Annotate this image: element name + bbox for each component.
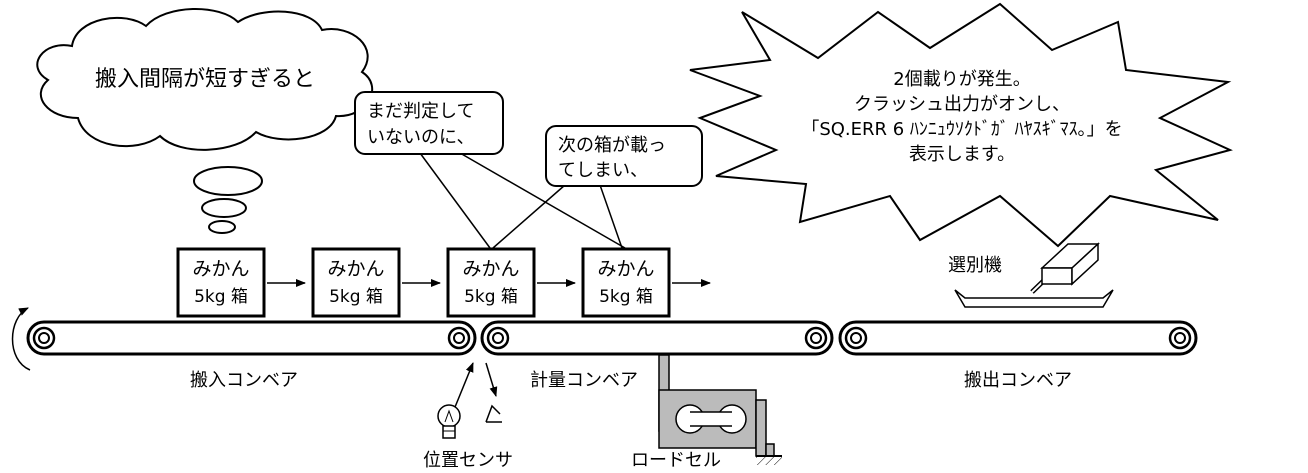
callout-1-line-1: まだ判定して [367, 101, 474, 122]
box-2-line-1: みかん [327, 258, 384, 280]
thought-dot-small [208, 220, 236, 234]
thought-bubble: 搬入間隔が短すぎると [36, 7, 374, 151]
weighing-conveyor-label: 計量コンベア [530, 370, 638, 391]
outfeed-conveyor-label: 搬出コンベア [964, 370, 1072, 391]
thought-bubble-text: 搬入間隔が短すぎると [95, 67, 315, 92]
explosion-line-3: 「SQ.ERR 6 ﾊﾝﾆｭｳｿｸﾄﾞｶﾞ ﾊﾔｽｷﾞﾏｽ｡」を [801, 119, 1122, 140]
box-1: みかん 5kg 箱 [176, 247, 266, 318]
ground-hatch [756, 457, 782, 465]
callout-not-yet-judged: まだ判定して いないのに、 [354, 91, 626, 249]
box-4-line-2: 5kg 箱 [599, 287, 653, 307]
explosion-bubble: 2個載りが発生。 クラッシュ出力がオンし、 「SQ.ERR 6 ﾊﾝﾆｭｳｿｸﾄ… [689, 2, 1233, 248]
box-1-line-1: みかん [192, 258, 249, 280]
box-3-line-1: みかん [462, 258, 519, 280]
thought-dot-large [193, 166, 263, 196]
thought-dot-medium [201, 198, 247, 218]
load-cell: ロードセル [631, 354, 782, 471]
box-1-line-2: 5kg 箱 [194, 287, 248, 307]
explosion-line-2: クラッシュ出力がオンし、 [854, 94, 1070, 115]
box-2: みかん 5kg 箱 [311, 247, 401, 318]
callout-next-box-loaded: 次の箱が載っ てしまい、 [492, 125, 703, 249]
callout-2-line-2: てしまい、 [558, 160, 648, 181]
callout-1-line-2: いないのに、 [367, 127, 474, 148]
sorter: 選別機 [948, 242, 1114, 308]
load-cell-label: ロードセル [631, 450, 721, 471]
explosion-line-4: 表示します。 [909, 144, 1015, 165]
weighing-conveyor: 計量コンベア [480, 320, 834, 391]
position-sensor-label: 位置センサ [423, 450, 513, 471]
receiver-icon [485, 404, 502, 423]
box-4: みかん 5kg 箱 [581, 247, 671, 318]
position-sensor: 位置センサ [423, 362, 513, 471]
light-bulb-icon [437, 404, 461, 439]
sorter-label: 選別機 [948, 255, 1002, 276]
box-4-line-1: みかん [597, 258, 654, 280]
box-3: みかん 5kg 箱 [446, 247, 536, 318]
infeed-conveyor-label: 搬入コンベア [190, 370, 298, 391]
box-2-line-2: 5kg 箱 [329, 287, 383, 307]
outfeed-conveyor: 搬出コンベア [838, 320, 1198, 391]
box-3-line-2: 5kg 箱 [464, 287, 518, 307]
callout-2-line-1: 次の箱が載っ [558, 135, 666, 156]
explosion-line-1: 2個載りが発生。 [893, 69, 1030, 90]
infeed-conveyor: 搬入コンベア [11, 307, 477, 391]
